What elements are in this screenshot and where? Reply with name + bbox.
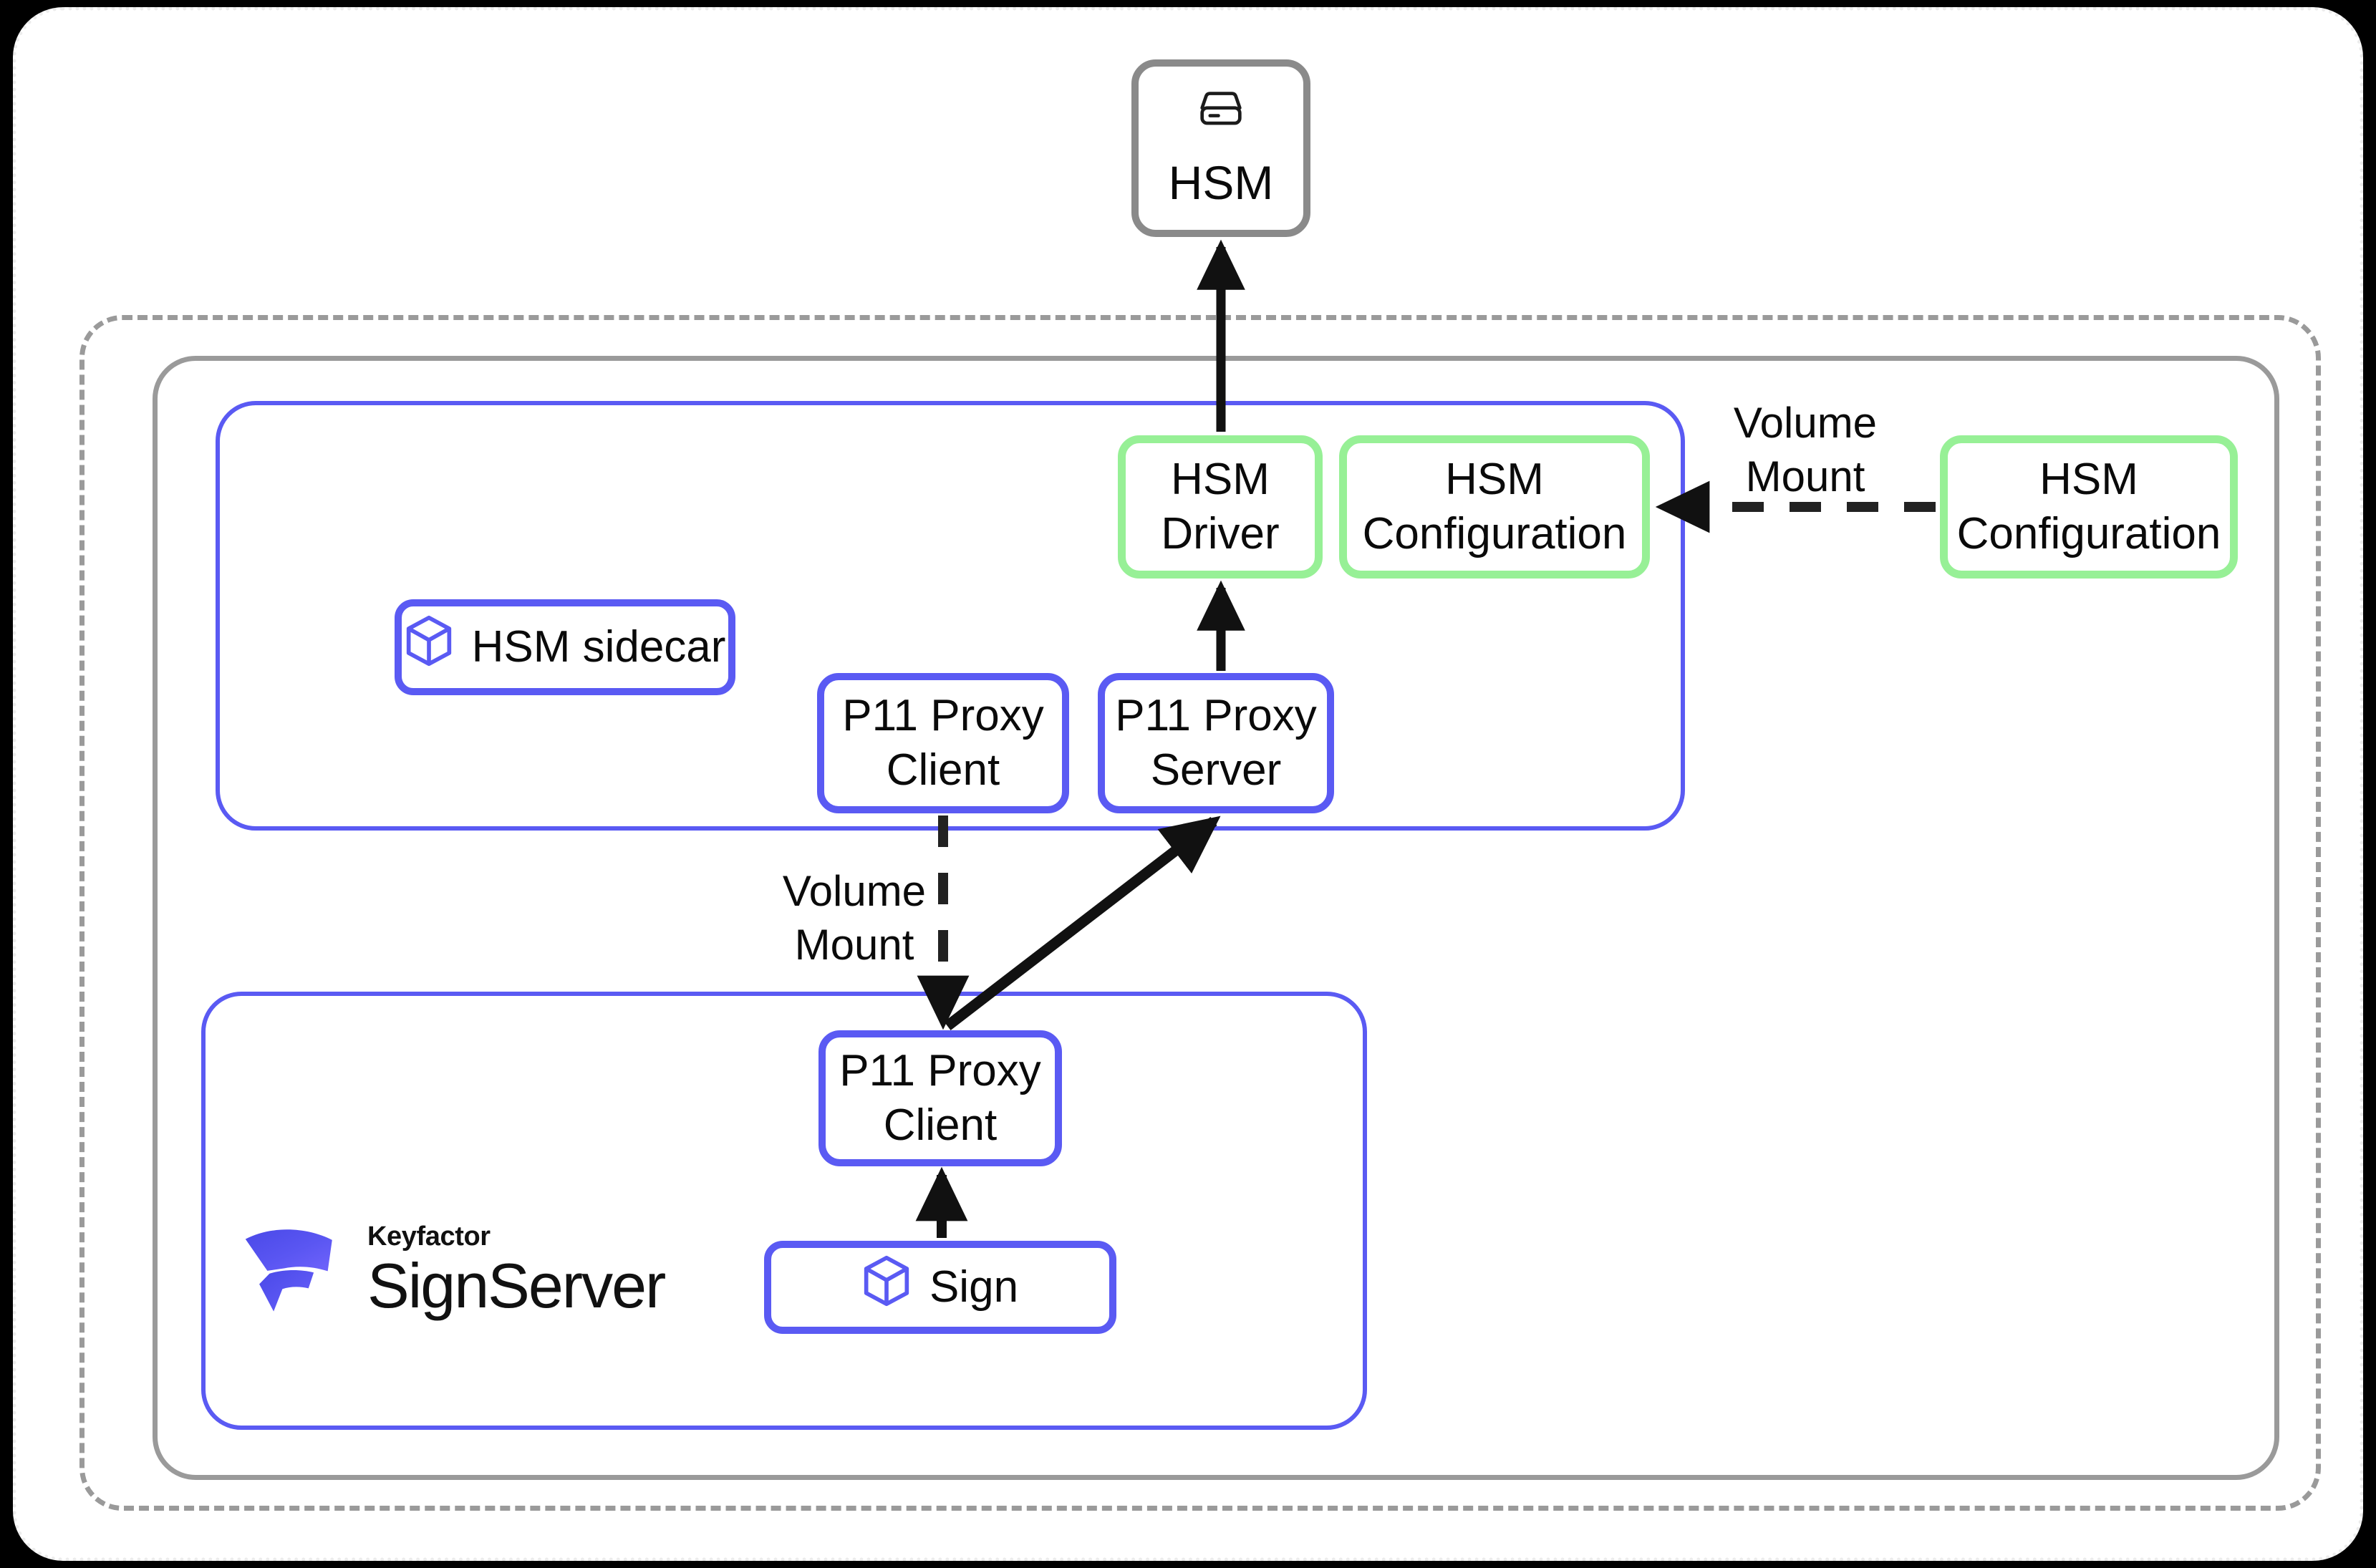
node-sign-label: Sign bbox=[929, 1262, 1019, 1312]
cluster-inner-solid bbox=[153, 356, 2279, 1480]
node-hsm-driver-label: HSM Driver bbox=[1161, 455, 1280, 558]
diagram-surface: HSM HSM Driver HSM Configuration HSM Con… bbox=[13, 7, 2363, 1561]
signserver-fan-icon bbox=[240, 1221, 347, 1319]
cluster-outer-dashed bbox=[79, 315, 2321, 1511]
node-hsm-configuration-outer[interactable]: HSM Configuration bbox=[1940, 435, 2238, 579]
logo-keyfactor-text: Keyfactor bbox=[367, 1221, 491, 1252]
signserver-logo: Keyfactor SignServer bbox=[240, 1221, 666, 1321]
node-hsm[interactable]: HSM bbox=[1131, 59, 1310, 237]
pod-signserver bbox=[201, 992, 1367, 1430]
cube-icon bbox=[405, 614, 453, 680]
node-hsm-label: HSM bbox=[1168, 156, 1274, 209]
node-sign[interactable]: Sign bbox=[764, 1241, 1116, 1334]
node-hsm-sidecar-label: HSM sidecar bbox=[471, 622, 726, 672]
node-hsm-configuration-outer-label: HSM Configuration bbox=[1956, 455, 2221, 558]
hsm-device-icon bbox=[1194, 84, 1248, 142]
node-hsm-sidecar[interactable]: HSM sidecar bbox=[395, 599, 735, 695]
node-p11-proxy-server[interactable]: P11 Proxy Server bbox=[1098, 673, 1334, 813]
edge-label-volume-mount-left: Volume Mount bbox=[782, 867, 927, 969]
node-p11-proxy-client-lower-label: P11 Proxy Client bbox=[839, 1046, 1041, 1150]
edge-label-volume-mount-right: Volume Mount bbox=[1733, 399, 1878, 500]
signserver-wordmark: Keyfactor SignServer bbox=[367, 1221, 666, 1321]
logo-signserver-text: SignServer bbox=[367, 1249, 666, 1321]
node-p11-proxy-client-upper-label: P11 Proxy Client bbox=[842, 691, 1044, 795]
node-hsm-driver[interactable]: HSM Driver bbox=[1118, 435, 1323, 579]
node-hsm-configuration-inner-label: HSM Configuration bbox=[1362, 455, 1627, 558]
node-p11-proxy-client-lower[interactable]: P11 Proxy Client bbox=[818, 1030, 1062, 1166]
cube-icon bbox=[862, 1254, 911, 1320]
node-hsm-configuration-inner[interactable]: HSM Configuration bbox=[1339, 435, 1650, 579]
node-p11-proxy-client-upper[interactable]: P11 Proxy Client bbox=[817, 673, 1069, 813]
node-p11-proxy-server-label: P11 Proxy Server bbox=[1115, 691, 1317, 795]
